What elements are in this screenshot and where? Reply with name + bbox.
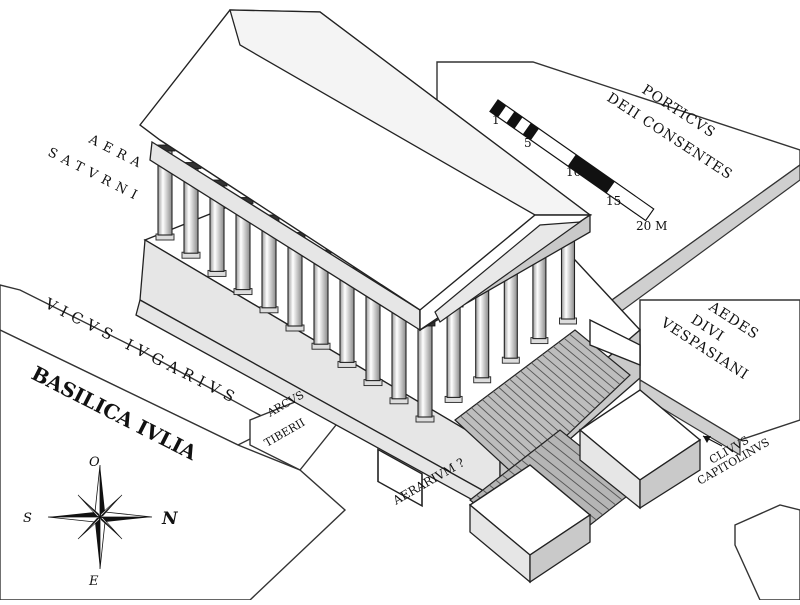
- lower-right-plot: [734, 504, 800, 601]
- stair-tread: [546, 439, 623, 501]
- stair-tread: [540, 444, 616, 506]
- stair-tread: [569, 333, 626, 381]
- stair-tread: [531, 362, 591, 414]
- column-shaft: [391, 306, 407, 400]
- compass-north: N: [161, 509, 179, 529]
- scale-tick-20m: 20 M: [636, 219, 667, 233]
- compass-east: E: [88, 574, 99, 589]
- aerarium-door: [377, 448, 423, 508]
- scale-tick-15: 15: [606, 194, 621, 208]
- compass-rose: [47, 464, 153, 570]
- column-shaft: [475, 286, 490, 379]
- stair-tread: [465, 411, 531, 471]
- column-shaft: [503, 267, 518, 359]
- stair-tread: [471, 407, 536, 467]
- arcus-plot: [249, 399, 342, 471]
- stair-block-right-side: [639, 438, 701, 510]
- stair-tread: [536, 358, 596, 409]
- stair-tread: [498, 386, 561, 443]
- pediment-tympanum: [434, 221, 583, 323]
- basilica-plot: [0, 329, 347, 601]
- stair-tread: [552, 346, 611, 395]
- stair-block-upper-top: [589, 318, 641, 367]
- compass-south: S: [23, 511, 32, 526]
- clivus-arrow: [702, 435, 723, 447]
- scale-tick-5: 5: [524, 136, 532, 150]
- stair-tread: [514, 374, 576, 428]
- scale-bar: [489, 99, 655, 222]
- stair-tread: [527, 454, 604, 516]
- stair-tread: [558, 341, 616, 390]
- stair-tread: [547, 350, 606, 400]
- stair-tread: [492, 391, 556, 447]
- stair-tread: [563, 337, 621, 385]
- column-shaft: [417, 324, 433, 418]
- column-shaft: [446, 305, 461, 398]
- stair-tread: [503, 382, 566, 438]
- stair-block-left-side: [529, 513, 591, 584]
- stair-tread: [476, 403, 541, 462]
- stair-tread: [481, 399, 546, 457]
- stair-tread: [525, 366, 586, 419]
- scale-tick-1: 1: [492, 113, 500, 127]
- stair-tread: [534, 449, 610, 511]
- stair-tread: [509, 378, 571, 433]
- stair-tread: [541, 354, 601, 404]
- scale-tick-10: 10: [566, 165, 581, 179]
- compass-west: O: [89, 455, 100, 470]
- stair-tread: [520, 370, 581, 424]
- stair-tread: [487, 395, 551, 452]
